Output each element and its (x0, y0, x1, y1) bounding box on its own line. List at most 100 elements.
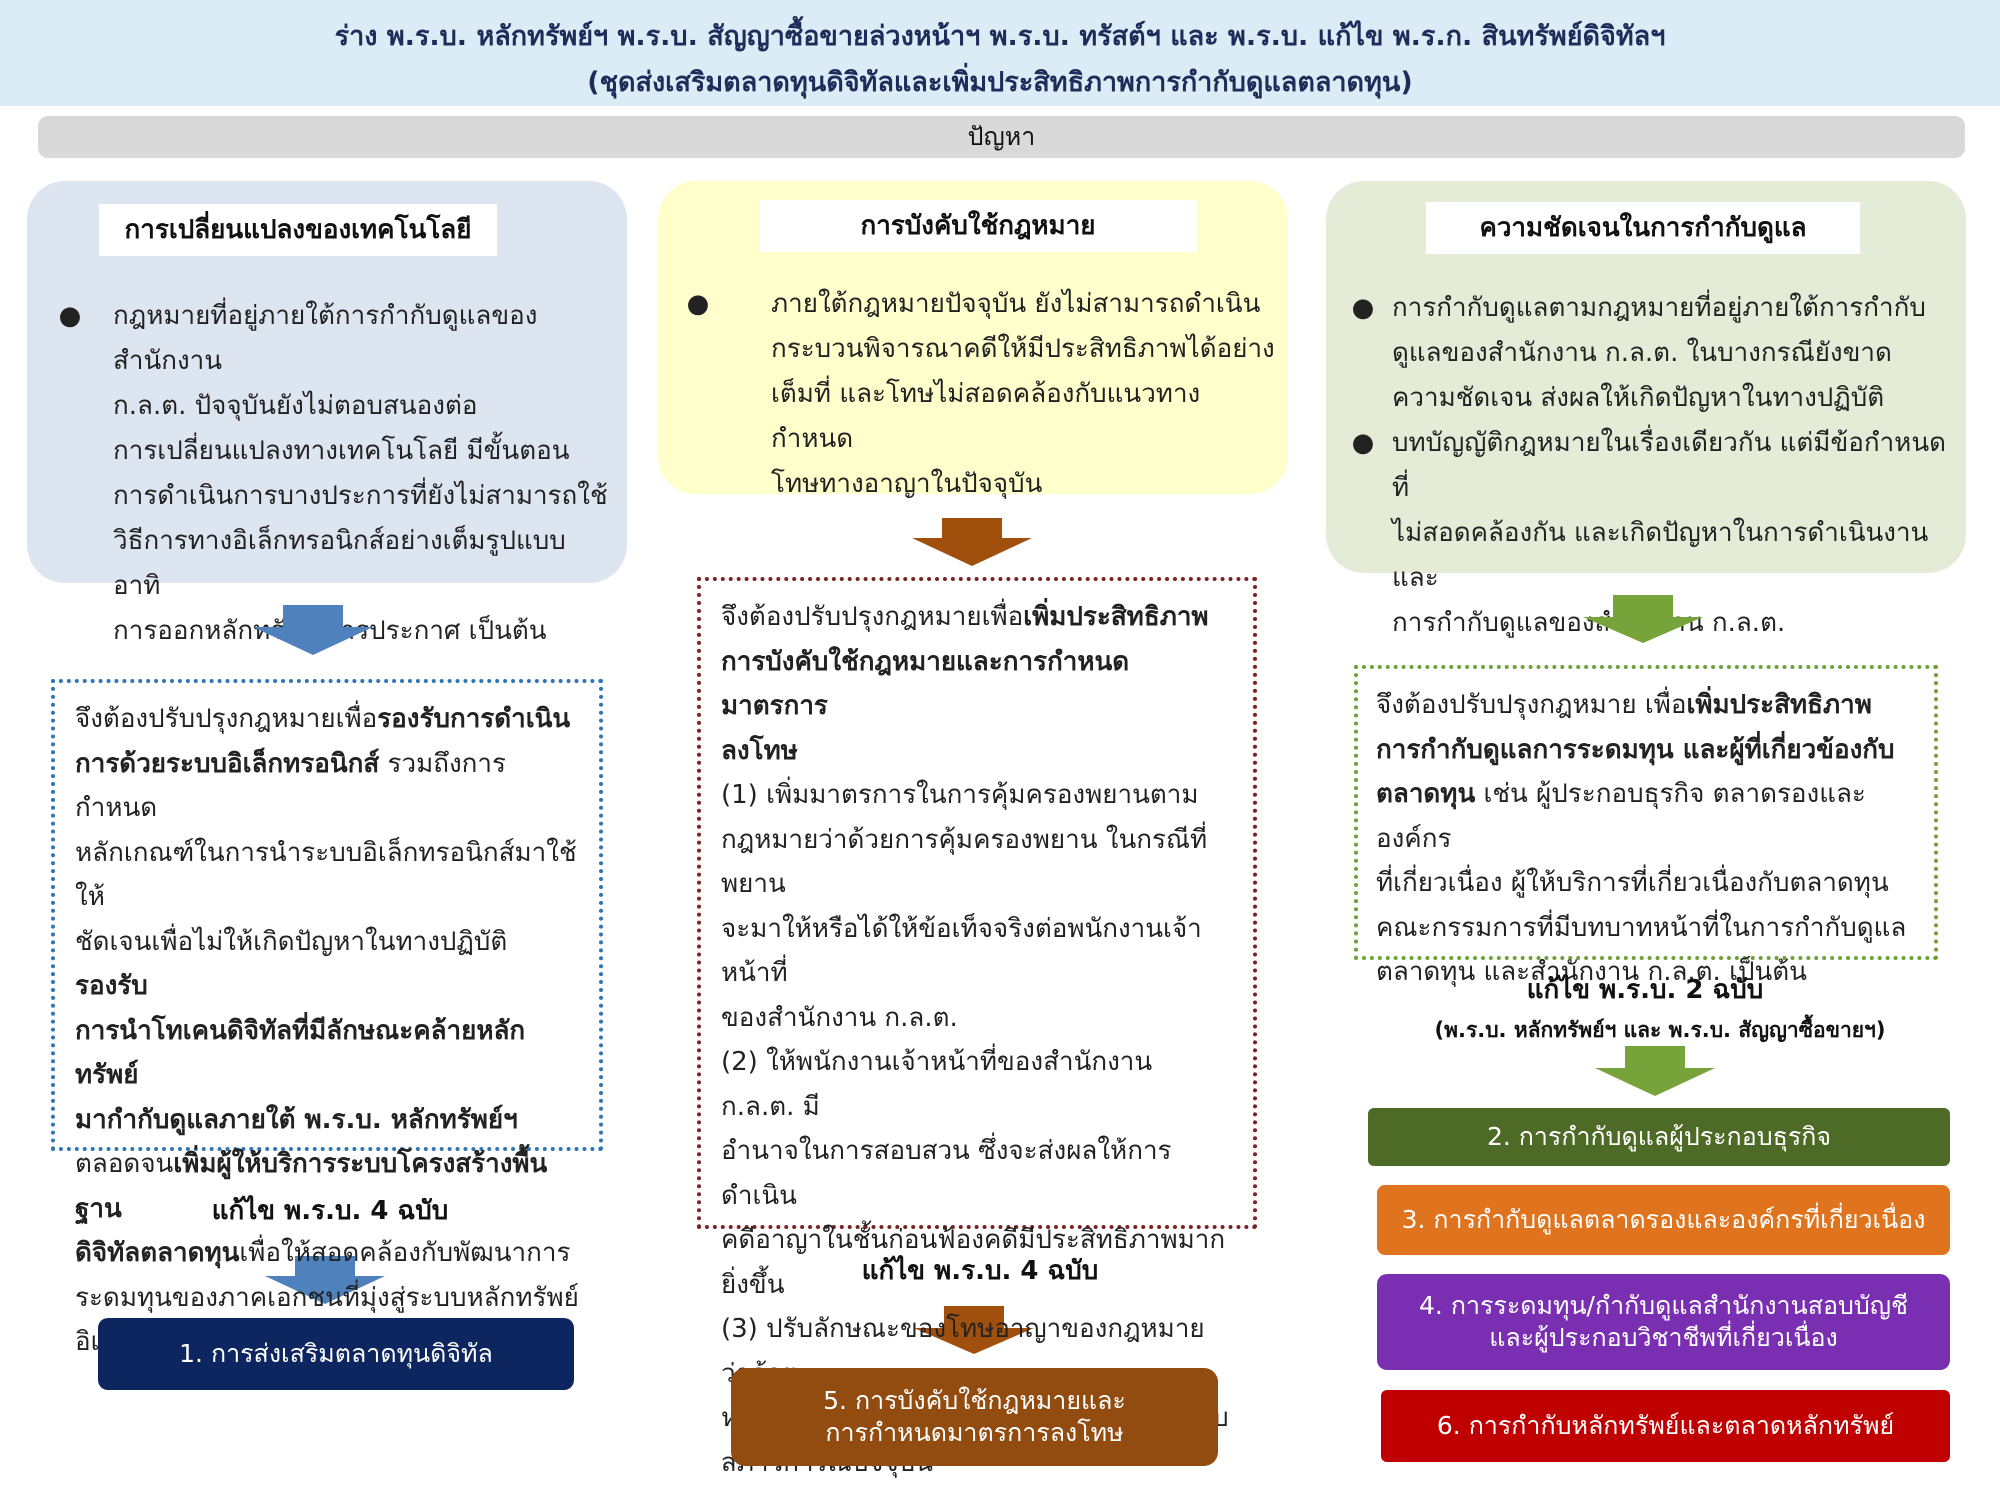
arrow-down-icon (912, 518, 1032, 566)
solution-line: จึงต้องปรับปรุงกฎหมายเพื่อรองรับการดำเนิ… (75, 697, 579, 742)
bullet-dot-icon: ● (58, 301, 82, 331)
solution-line: จึงต้องปรับปรุงกฎหมาย เพื่อเพิ่มประสิทธิ… (1376, 683, 1916, 728)
solution-lines-law: จึงต้องปรับปรุงกฎหมายเพื่อเพิ่มประสิทธิภ… (721, 595, 1233, 1485)
solution-text-bold: ลงโทษ (721, 735, 798, 766)
bullet-dot-icon: ● (1351, 293, 1375, 323)
solution-text: เช่น ผู้ประกอบธุรกิจ ตลาดรองและองค์กร (1376, 779, 1866, 854)
panel-title-technology: การเปลี่ยนแปลงของเทคโนโลยี (99, 204, 497, 256)
solution-line: คดีอาญาในชั้นก่อนฟ้องคดีมีประสิทธิภาพมาก (721, 1218, 1233, 1263)
solution-line: (1) เพิ่มมาตรการในการคุ้มครองพยานตาม (721, 773, 1233, 818)
outcome-label: 6. การกำกับหลักทรัพย์และตลาดหลักทรัพย์ (1436, 1411, 1895, 1440)
solution-line: ตลาดทุน เช่น ผู้ประกอบธุรกิจ ตลาดรองและอ… (1376, 772, 1916, 861)
solution-text: (2) ให้พนักงานเจ้าหน้าที่ของสำนักงาน ก.ล… (721, 1047, 1153, 1122)
panel-title-regulation: ความชัดเจนในการกำกับดูแล (1426, 202, 1860, 254)
bullet-item: ● ภายใต้กฎหมายปัจจุบัน ยังไม่สามารถดำเนิ… (683, 282, 1278, 507)
bullet-line: การเปลี่ยนแปลงทางเทคโนโลยี มีขั้นตอน (113, 436, 570, 466)
solution-text-bold: การนำโทเคนดิจิทัลที่มีลักษณะคล้ายหลักทรั… (75, 1015, 526, 1091)
solution-line: กฎหมายว่าด้วยการคุ้มครองพยาน ในกรณีที่พย… (721, 818, 1233, 907)
solution-line: ลงโทษ (721, 729, 1233, 774)
solution-text-bold: การกำกับดูแลการระดมทุน และผู้ที่เกี่ยวข้… (1376, 734, 1895, 765)
solution-line: ตลอดจนเพิ่มผู้ให้บริการระบบโครงสร้างพื้น… (75, 1142, 579, 1231)
bullet-line: ไม่สอดคล้องกัน และเกิดปัญหาในการดำเนินงา… (1392, 518, 1929, 593)
solution-text: จึงต้องปรับปรุงกฎหมายเพื่อ (75, 704, 378, 734)
solution-text: เพื่อให้สอดคล้องกับพัฒนาการ (239, 1238, 571, 1268)
solution-text: อำนาจในการสอบสวน ซึ่งจะส่งผลให้การดำเนิน (721, 1136, 1172, 1211)
solution-text-bold: ตลาดทุน (1376, 779, 1476, 809)
solution-text: จึงต้องปรับปรุงกฎหมาย เพื่อ (1376, 690, 1687, 720)
amendment-sublabel-regulation: (พ.ร.บ. หลักทรัพย์ฯ และ พ.ร.บ. สัญญาซื้อ… (1434, 1018, 1886, 1042)
solution-text: ระดมทุนของภาคเอกชนที่มุ่งสู่ระบบหลักทรัพ… (75, 1282, 579, 1313)
solution-box-regulation: จึงต้องปรับปรุงกฎหมาย เพื่อเพิ่มประสิทธิ… (1354, 665, 1938, 987)
header-subtitle: (ชุดส่งเสริมตลาดทุนดิจิทัลและเพิ่มประสิท… (587, 67, 1413, 98)
solution-text-bold: มากำกับดูแลภายใต้ พ.ร.บ. หลักทรัพย์ฯ (75, 1104, 518, 1135)
arrow-down-icon (253, 605, 373, 655)
outcome-securities-exchange: 6. การกำกับหลักทรัพย์และตลาดหลักทรัพย์ (1381, 1390, 1950, 1462)
amendment-label-law: แก้ไข พ.ร.บ. 4 ฉบับ (861, 1256, 1099, 1286)
solution-text: ตลอดจน (75, 1149, 174, 1179)
solution-lines-regulation: จึงต้องปรับปรุงกฎหมาย เพื่อเพิ่มประสิทธิ… (1376, 683, 1916, 995)
outcome-business-operators: 2. การกำกับดูแลผู้ประกอบธุรกิจ (1368, 1108, 1950, 1166)
solution-text: กฎหมายว่าด้วยการคุ้มครองพยาน ในกรณีที่พย… (721, 824, 1208, 900)
solution-line: (3) ปรับลักษณะของโทษอาญาของกฎหมายว่าด้วย (721, 1307, 1233, 1396)
amendment-label-regulation: แก้ไข พ.ร.บ. 2 ฉบับ (1526, 975, 1764, 1005)
outcome-label: 2. การกำกับดูแลผู้ประกอบธุรกิจ (1486, 1122, 1832, 1151)
solution-text: หลักเกณฑ์ในการนำระบบอิเล็กทรอนิกส์มาใช้ใ… (75, 837, 577, 913)
panel-bullets-technology: ● กฎหมายที่อยู่ภายใต้การกำกับดูแลของสำนั… (55, 294, 615, 654)
amendment-label-technology: แก้ไข พ.ร.บ. 4 ฉบับ (211, 1196, 449, 1226)
arrow-down-icon (265, 1256, 385, 1304)
solution-text: (1) เพิ่มมาตรการในการคุ้มครองพยานตาม (721, 780, 1199, 810)
solution-line: (2) ให้พนักงานเจ้าหน้าที่ของสำนักงาน ก.ล… (721, 1040, 1233, 1129)
bullet-line: โทษทางอาญาในปัจจุบัน (771, 469, 1043, 499)
bullet-line: ความชัดเจน ส่งผลให้เกิดปัญหาในทางปฏิบัติ (1392, 383, 1885, 413)
solution-line: ของสำนักงาน ก.ล.ต. (721, 996, 1233, 1041)
solution-text: ที่เกี่ยวเนื่อง ผู้ให้บริการที่เกี่ยวเนื… (1376, 868, 1889, 898)
solution-line: จึงต้องปรับปรุงกฎหมายเพื่อเพิ่มประสิทธิภ… (721, 595, 1233, 640)
solution-text-bold: เพิ่มประสิทธิภาพ (1686, 690, 1872, 720)
outcome-label: 3. การกำกับดูแลตลาดรองและองค์กรที่เกี่ยว… (1401, 1205, 1926, 1234)
solution-line: ตลาดทุน และสำนักงาน ก.ล.ต. เป็นต้น (1376, 950, 1916, 995)
problem-bar: ปัญหา (38, 116, 1965, 158)
arrow-down-icon (914, 1306, 1034, 1354)
panel-regulatory-clarity: ความชัดเจนในการกำกับดูแล ● การกำกับดูแลต… (1326, 181, 1966, 638)
bullet-line: ภายใต้กฎหมายปัจจุบัน ยังไม่สามารถดำเนิน (771, 289, 1261, 319)
outcome-law-enforcement: 5. การบังคับใช้กฎหมายและ การกำหนดมาตรการ… (731, 1368, 1218, 1466)
solution-text: ชัดเจนเพื่อไม่ให้เกิดปัญหาในทางปฏิบัติ (75, 926, 508, 957)
bullet-line: ก.ล.ต. ปัจจุบันยังไม่ตอบสนองต่อ (113, 391, 478, 421)
solution-line: การด้วยระบบอิเล็กทรอนิกส์ รวมถึงการกำหนด (75, 742, 579, 831)
outcome-digital-capital-market: 1. การส่งเสริมตลาดทุนดิจิทัล (98, 1318, 574, 1390)
panel-law-enforcement: การบังคับใช้กฎหมาย ● ภายใต้กฎหมายปัจจุบั… (658, 181, 1288, 499)
outcome-label: 1. การส่งเสริมตลาดทุนดิจิทัล (179, 1339, 493, 1368)
bullet-item: ● กฎหมายที่อยู่ภายใต้การกำกับดูแลของสำนั… (55, 294, 615, 654)
bullet-item: ● การกำกับดูแลตามกฎหมายที่อยู่ภายใต้การก… (1348, 286, 1960, 421)
solution-text: คดีอาญาในชั้นก่อนฟ้องคดีมีประสิทธิภาพมาก (721, 1225, 1226, 1255)
solution-text: รวมถึงการกำหนด (75, 748, 506, 824)
panel-title-law: การบังคับใช้กฎหมาย (759, 200, 1197, 252)
bullet-dot-icon: ● (686, 289, 710, 319)
bullet-line: ดูแลของสำนักงาน ก.ล.ต. ในบางกรณียังขาด (1392, 338, 1892, 368)
solution-line: ที่เกี่ยวเนื่อง ผู้ให้บริการที่เกี่ยวเนื… (1376, 861, 1916, 906)
solution-text-bold: การบังคับใช้กฎหมายและการกำหนดมาตรการ (721, 646, 1130, 722)
solution-line: มากำกับดูแลภายใต้ พ.ร.บ. หลักทรัพย์ฯ (75, 1098, 579, 1143)
outcome-label-line: 5. การบังคับใช้กฎหมายและ (823, 1386, 1126, 1415)
header-title: ร่าง พ.ร.บ. หลักทรัพย์ฯ พ.ร.บ. สัญญาซื้อ… (334, 21, 1666, 52)
panel-technology-change: การเปลี่ยนแปลงของเทคโนโลยี ● กฎหมายที่อย… (27, 181, 627, 646)
header-banner: ร่าง พ.ร.บ. หลักทรัพย์ฯ พ.ร.บ. สัญญาซื้อ… (0, 0, 2000, 106)
panel-bullets-law: ● ภายใต้กฎหมายปัจจุบัน ยังไม่สามารถดำเนิ… (683, 282, 1278, 507)
outcome-fundraising-auditors: 4. การระดมทุน/กำกับดูแลสำนักงานสอบบัญชี … (1377, 1274, 1950, 1370)
arrow-down-icon (1583, 595, 1703, 643)
solution-line: การบังคับใช้กฎหมายและการกำหนดมาตรการ (721, 640, 1233, 729)
outcome-secondary-market: 3. การกำกับดูแลตลาดรองและองค์กรที่เกี่ยว… (1377, 1185, 1950, 1255)
bullet-line: การกำกับดูแลของสำนักงาน ก.ล.ต. (1392, 608, 1786, 638)
solution-text-bold: การด้วยระบบอิเล็กทรอนิกส์ (75, 748, 380, 779)
arrow-down-icon (1595, 1046, 1715, 1096)
solution-line: อำนาจในการสอบสวน ซึ่งจะส่งผลให้การดำเนิน (721, 1129, 1233, 1218)
solution-line: การนำโทเคนดิจิทัลที่มีลักษณะคล้ายหลักทรั… (75, 1009, 579, 1098)
solution-text: คณะกรรมการที่มีบทบาทหน้าที่ในการกำกับดูแ… (1376, 912, 1907, 943)
solution-text-bold: เพิ่มผู้ให้บริการระบบโครงสร้างพื้นฐาน (75, 1149, 548, 1224)
solution-line: หลักเกณฑ์ในการนำระบบอิเล็กทรอนิกส์มาใช้ใ… (75, 831, 579, 920)
solution-line: การกำกับดูแลการระดมทุน และผู้ที่เกี่ยวข้… (1376, 728, 1916, 773)
panel-bullets-regulation: ● การกำกับดูแลตามกฎหมายที่อยู่ภายใต้การก… (1348, 286, 1960, 646)
solution-text: ยิ่งขึ้น (721, 1269, 785, 1300)
solution-line: ชัดเจนเพื่อไม่ให้เกิดปัญหาในทางปฏิบัติ ร… (75, 920, 579, 1009)
solution-box-law: จึงต้องปรับปรุงกฎหมายเพื่อเพิ่มประสิทธิภ… (697, 577, 1257, 1478)
